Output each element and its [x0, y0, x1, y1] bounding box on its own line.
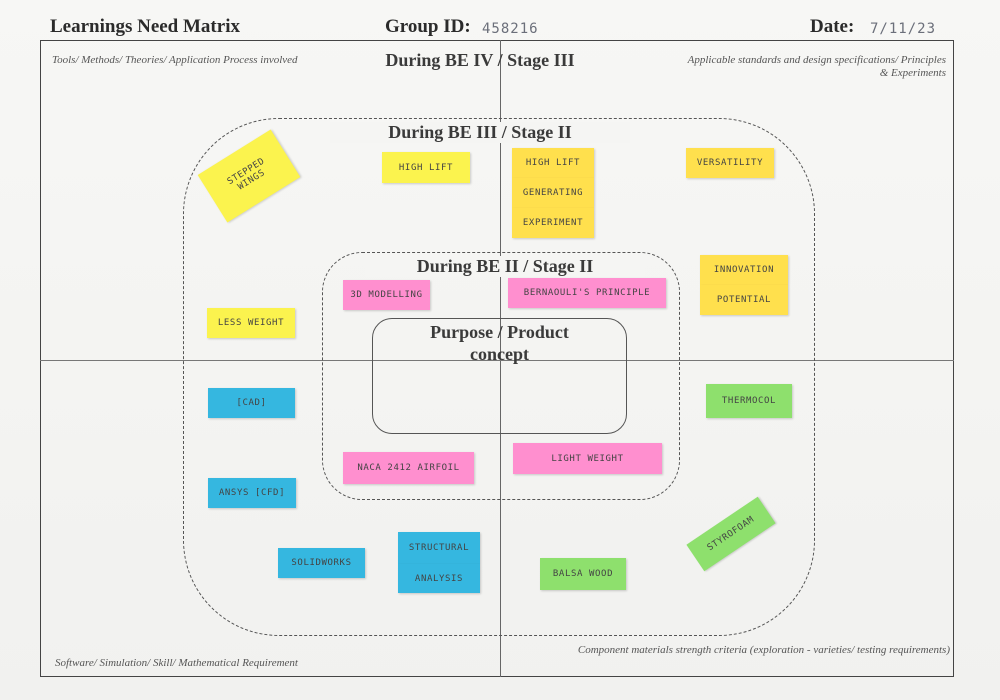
sticky-note-solidworks[interactable]: SOLIDWORKS: [278, 548, 365, 578]
sticky-note-3d-modelling[interactable]: 3D MODELLING: [343, 280, 430, 310]
sticky-note-less-weight[interactable]: LESS WEIGHT: [207, 308, 295, 338]
sticky-note-text: VERSATILITY: [696, 158, 764, 168]
sticky-note-text: POTENTIAL: [716, 295, 772, 305]
sticky-note-text: ANALYSIS: [414, 573, 464, 584]
sticky-note-innovation[interactable]: INNOVATION: [700, 255, 788, 285]
sticky-note-text: LESS WEIGHT: [217, 318, 285, 328]
corner-label-top-right: Applicable standards and design specific…: [687, 54, 946, 79]
group-id-label: Group ID:: [385, 16, 471, 37]
core-label-line2: concept: [470, 344, 529, 364]
sticky-note-bernoulli[interactable]: BERNAOULI'S PRINCIPLE: [508, 278, 666, 308]
corner-label-top-left: Tools/ Methods/ Theories/ Application Pr…: [52, 54, 298, 66]
stage-region-inner: [322, 252, 680, 500]
sheet-title: Learnings Need Matrix: [50, 16, 240, 37]
sticky-note-text: STEPPED WINGS: [225, 156, 268, 193]
purpose-product-box: Purpose / Product concept: [372, 318, 627, 434]
sticky-note-text: INNOVATION: [713, 265, 775, 275]
sticky-note-cad[interactable]: [CAD]: [208, 388, 295, 418]
sticky-note-ansys[interactable]: ANSYS [CFD]: [208, 478, 296, 508]
sticky-note-versatility[interactable]: VERSATILITY: [686, 148, 774, 178]
sticky-note-text: THERMOCOL: [721, 396, 777, 406]
horizontal-axis: [40, 360, 954, 361]
sticky-note-text: [CAD]: [236, 398, 267, 408]
stage-label-inner: During BE II / Stage II: [365, 256, 645, 277]
sticky-note-text: LIGHT WEIGHT: [551, 453, 624, 464]
sticky-note-text: STRUCTURAL: [408, 543, 470, 553]
core-label-line1: Purpose / Product: [430, 322, 569, 342]
sticky-note-text: HIGH LIFT: [525, 158, 581, 168]
sticky-note-high-lift-left[interactable]: HIGH LIFT: [382, 152, 470, 183]
sticky-note-thermocol[interactable]: THERMOCOL: [706, 384, 792, 418]
sticky-note-text: ANSYS [CFD]: [218, 488, 286, 498]
sticky-note-balsa-wood[interactable]: BALSA WOOD: [540, 558, 626, 590]
group-id-value: 458216: [482, 21, 539, 37]
stage-label-middle: During BE III / Stage II: [330, 122, 630, 143]
sticky-note-potential[interactable]: POTENTIAL: [700, 285, 788, 315]
sticky-note-text: EXPERIMENT: [522, 218, 584, 228]
stage-label-outer: During BE IV / Stage III: [385, 50, 575, 70]
sticky-note-experiment[interactable]: EXPERIMENT: [512, 208, 594, 238]
sticky-note-text: BALSA WOOD: [552, 569, 614, 579]
sticky-note-structural[interactable]: STRUCTURAL: [398, 532, 480, 564]
sticky-note-naca[interactable]: NACA 2412 AIRFOIL: [343, 452, 474, 484]
vertical-axis: [500, 40, 501, 677]
corner-label-bottom-left: Software/ Simulation/ Skill/ Mathematica…: [55, 657, 298, 669]
sticky-note-text: 3D MODELLING: [350, 290, 423, 300]
date-value: 7/11/23: [870, 21, 937, 37]
sticky-note-light-weight[interactable]: LIGHT WEIGHT: [513, 443, 662, 474]
sticky-note-text: BERNAOULI'S PRINCIPLE: [523, 288, 651, 298]
matrix-frame: [40, 40, 954, 677]
core-label: Purpose / Product concept: [373, 321, 626, 365]
sticky-note-text: SOLIDWORKS: [291, 558, 352, 568]
sticky-note-generating[interactable]: GENERATING: [512, 178, 594, 208]
sticky-note-text: NACA 2412 AIRFOIL: [357, 463, 460, 473]
date-label: Date:: [810, 16, 855, 37]
sticky-note-text: GENERATING: [522, 188, 584, 198]
sticky-note-high-lift-right[interactable]: HIGH LIFT: [512, 148, 594, 178]
stage-region-middle: [183, 118, 815, 636]
corner-label-bottom-right: Component materials strength criteria (e…: [577, 644, 950, 656]
sticky-note-text: HIGH LIFT: [398, 162, 454, 173]
sticky-note-analysis[interactable]: ANALYSIS: [398, 564, 480, 593]
